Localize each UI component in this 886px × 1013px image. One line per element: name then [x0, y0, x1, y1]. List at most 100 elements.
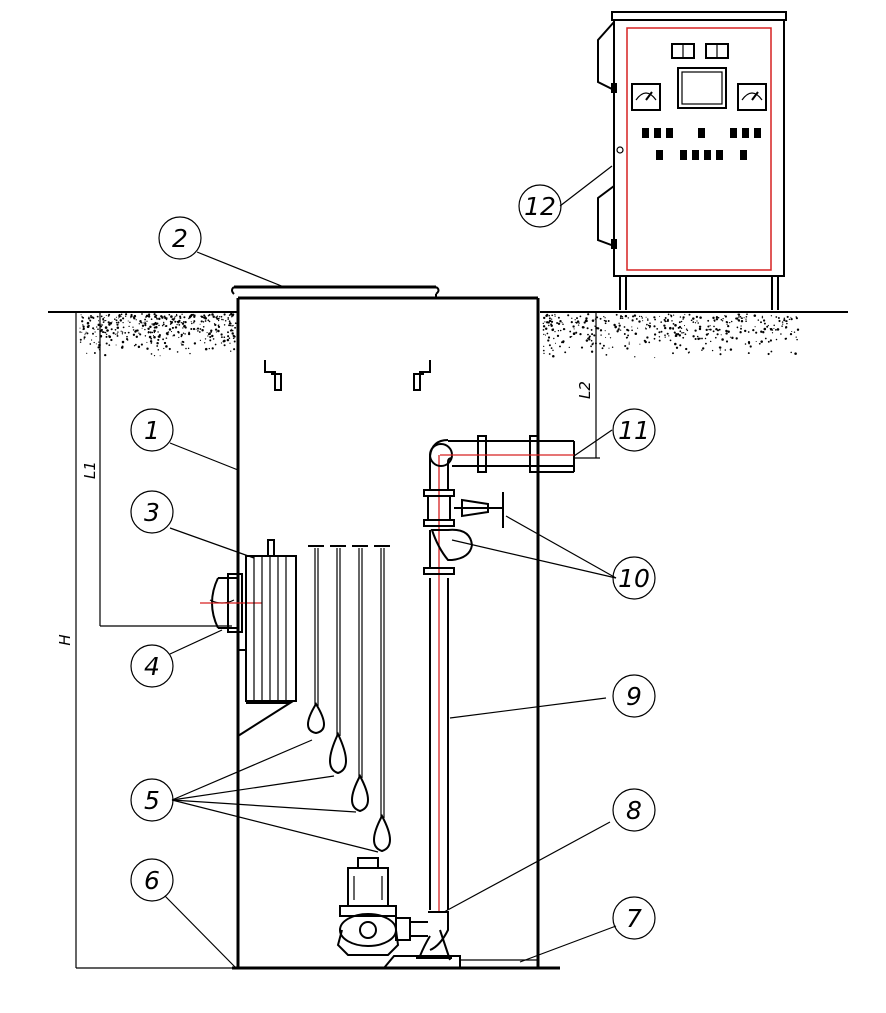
soil-dot — [631, 326, 633, 328]
soil-dot — [747, 352, 750, 355]
soil-dot — [603, 319, 606, 322]
soil-dot — [182, 344, 185, 346]
soil-dot — [211, 313, 214, 316]
soil-dot — [178, 319, 181, 323]
soil-dot — [127, 320, 129, 322]
soil-hatch — [79, 312, 800, 359]
soil-dot — [773, 324, 775, 327]
soil-dot — [697, 322, 699, 324]
soil-dot — [183, 325, 186, 328]
soil-dot — [80, 314, 82, 316]
soil-dot — [644, 340, 647, 344]
soil-dot — [105, 319, 107, 322]
soil-dot — [591, 319, 595, 322]
soil-dot — [590, 345, 592, 348]
soil-dot — [769, 339, 773, 342]
soil-dot — [543, 345, 545, 347]
soil-dot — [182, 332, 185, 334]
soil-dot — [559, 329, 562, 332]
soil-dot — [181, 322, 184, 324]
soil-dot — [562, 340, 565, 343]
soil-dot — [739, 315, 742, 318]
soil-dot — [104, 326, 108, 329]
soil-dot — [690, 319, 693, 322]
soil-dot — [542, 325, 546, 328]
soil-dot — [92, 327, 95, 330]
soil-dot — [150, 318, 153, 321]
soil-dot — [684, 313, 686, 315]
callout-1-label: 1 — [144, 416, 160, 445]
soil-dot — [601, 347, 604, 350]
soil-dot — [550, 347, 553, 349]
soil-dot — [587, 333, 589, 336]
soil-dot — [664, 320, 667, 323]
soil-dot — [604, 322, 607, 325]
soil-dot — [554, 342, 557, 344]
soil-dot — [95, 343, 97, 345]
soil-dot — [128, 325, 130, 328]
soil-dot — [147, 327, 150, 331]
soil-dot — [696, 320, 698, 322]
soil-dot — [117, 331, 119, 333]
soil-dot — [542, 349, 545, 352]
soil-dot — [737, 319, 741, 322]
soil-dot — [153, 331, 156, 334]
soil-dot — [230, 350, 232, 352]
soil-dot — [82, 325, 85, 328]
soil-dot — [234, 322, 237, 325]
soil-dot — [223, 336, 226, 339]
cabinet-switch — [730, 128, 737, 138]
soil-dot — [548, 319, 551, 322]
soil-dot — [97, 323, 100, 327]
soil-dot — [119, 319, 123, 322]
cabinet-switch — [698, 128, 705, 138]
soil-dot — [608, 347, 610, 349]
outlet-pipe — [440, 435, 575, 473]
soil-dot — [554, 330, 556, 333]
soil-dot — [559, 319, 562, 323]
soil-dot — [199, 328, 202, 330]
valves — [423, 489, 504, 575]
soil-dot — [775, 329, 777, 331]
soil-dot — [147, 330, 150, 333]
soil-dot — [731, 336, 734, 340]
soil-dot — [740, 327, 742, 330]
cabinet-switch — [642, 128, 649, 138]
soil-dot — [125, 315, 127, 317]
soil-dot — [591, 343, 594, 346]
soil-dot — [561, 322, 563, 324]
soil-dot — [547, 336, 551, 339]
soil-dot — [680, 327, 683, 330]
soil-dot — [117, 317, 120, 319]
soil-dot — [97, 320, 100, 322]
soil-dot — [207, 319, 210, 322]
soil-dot — [161, 324, 164, 327]
soil-dot — [551, 314, 554, 317]
soil-dot — [602, 344, 605, 347]
soil-dot — [163, 315, 166, 318]
soil-dot — [120, 315, 122, 317]
soil-dot — [667, 313, 670, 316]
soil-dot — [554, 315, 556, 317]
soil-dot — [544, 327, 548, 330]
soil-dot — [231, 332, 234, 335]
soil-dot — [776, 328, 780, 331]
soil-dot — [201, 328, 204, 332]
soil-dot — [692, 317, 695, 320]
soil-dot — [628, 341, 630, 343]
soil-dot — [174, 315, 176, 318]
soil-dot — [117, 321, 120, 324]
soil-dot — [157, 349, 160, 351]
soil-dot — [780, 333, 782, 335]
soil-dot — [747, 331, 750, 333]
soil-dot — [231, 329, 234, 332]
soil-dot — [614, 325, 617, 329]
soil-dot — [147, 315, 151, 318]
soil-dot — [645, 316, 647, 318]
soil-dot — [557, 316, 560, 319]
soil-dot — [142, 322, 144, 324]
soil-dot — [122, 317, 125, 320]
soil-dot — [227, 318, 229, 320]
soil-dot — [649, 326, 651, 329]
soil-dot — [193, 342, 197, 345]
